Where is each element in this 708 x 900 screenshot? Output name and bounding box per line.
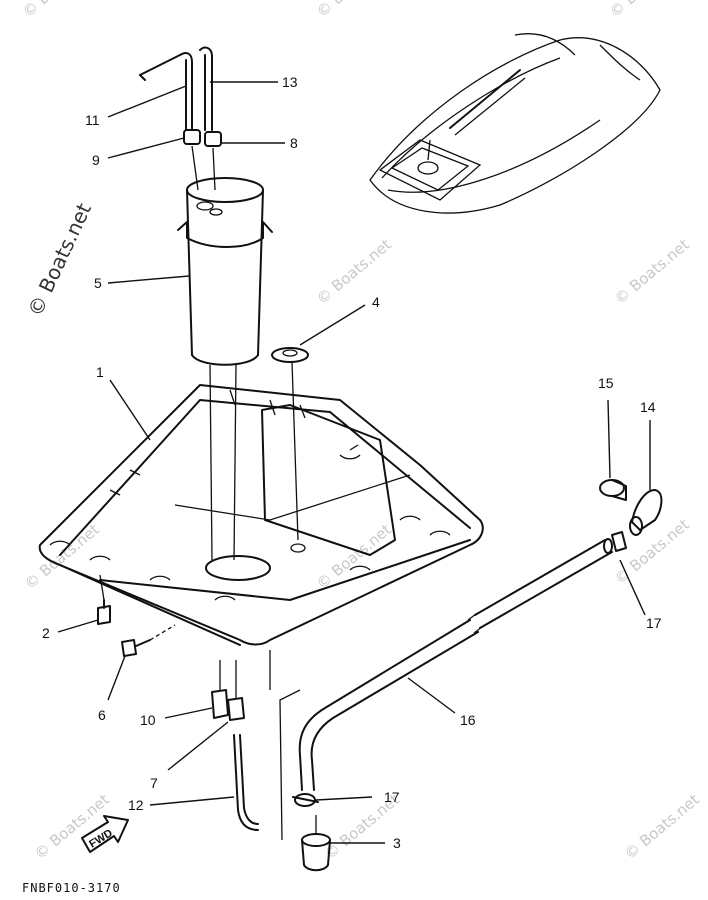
callout-7: 7 (150, 775, 158, 791)
watermark: © Boats.net (611, 515, 693, 588)
vent-hose-assembly (139, 46, 213, 131)
callout-17: 17 (646, 615, 662, 631)
watercraft-inset (369, 33, 661, 214)
callout-14: 14 (640, 399, 656, 415)
screws (97, 599, 176, 657)
watermark-large: © Boats.net (23, 199, 96, 320)
callout-9: 9 (92, 152, 100, 168)
callout-3: 3 (393, 835, 401, 851)
watermark: © Boats.net (313, 520, 395, 593)
drain-tube (233, 734, 259, 831)
callout-8: 8 (290, 135, 298, 151)
callout-11: 11 (85, 112, 100, 128)
drawing-code: FNBF010-3170 (22, 881, 121, 895)
tray-frame (38, 384, 484, 690)
callout-2: 2 (42, 625, 50, 641)
watermark: © Boats.net (313, 0, 395, 21)
callout-10: 10 (140, 712, 156, 728)
watermark: © Boats.net (621, 790, 703, 863)
callout-4: 4 (372, 294, 380, 310)
callout-5: 5 (94, 275, 102, 291)
callout-16: 16 (460, 712, 476, 728)
grommet (271, 347, 309, 541)
callout-17: 17 (384, 789, 400, 805)
callout-6: 6 (98, 707, 106, 723)
callout-labels: 1 2 3 4 5 6 7 8 9 10 11 12 13 14 15 16 1… (42, 74, 662, 851)
check-valve (211, 660, 245, 721)
watermark: © Boats.net (313, 235, 395, 308)
leader-lines (57, 81, 651, 844)
long-hose (279, 538, 613, 841)
hose-clamps (292, 479, 663, 807)
callout-12: 12 (128, 797, 144, 813)
callout-1: 1 (96, 364, 104, 380)
callout-15: 15 (598, 375, 614, 391)
watermark: © Boats.net (611, 235, 693, 308)
canister (177, 177, 273, 561)
fwd-label: FWD (87, 827, 115, 850)
callout-13: 13 (282, 74, 298, 90)
watermark: © Boats.net (606, 0, 688, 21)
drain-plug (301, 815, 331, 872)
watermark: © Boats.net (19, 0, 101, 21)
watermark: © Boats.net (21, 520, 103, 593)
